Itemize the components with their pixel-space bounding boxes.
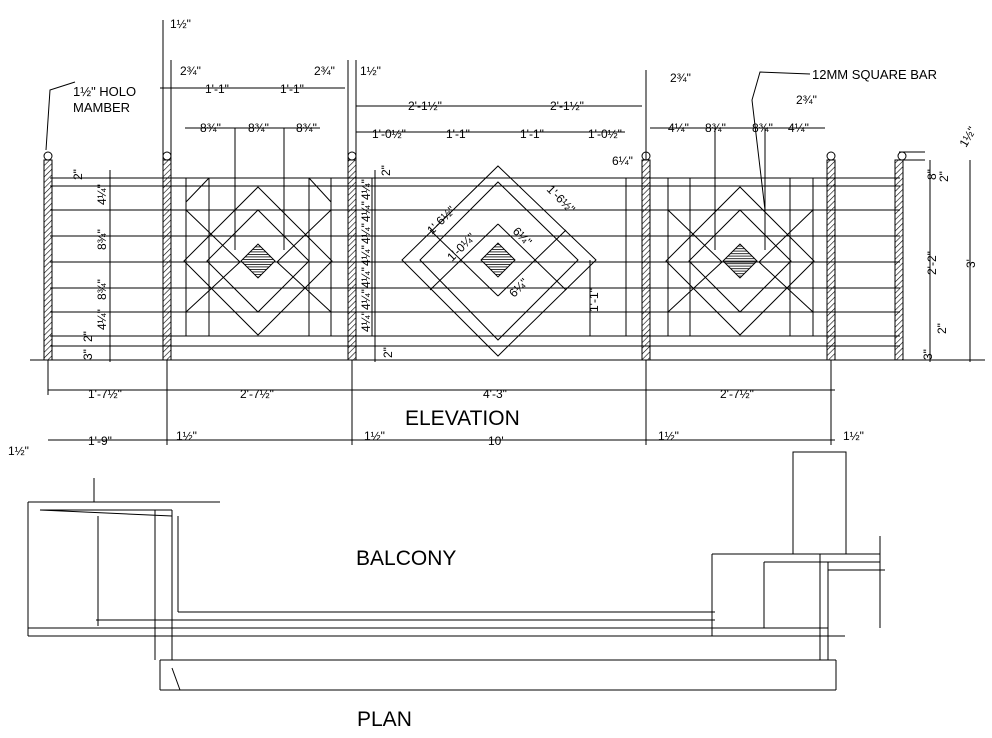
dim-left-v-1: 2" bbox=[71, 169, 85, 180]
dim-left-v-4: 8¾" bbox=[95, 279, 109, 300]
dim-mid-v-7: 4¼" bbox=[359, 289, 373, 310]
post-3 bbox=[347, 159, 357, 361]
dim-left-v-6: 2" bbox=[81, 331, 95, 342]
dim-right-v-2: 8" bbox=[925, 169, 939, 180]
dim-bottom-10: 1½" bbox=[658, 429, 679, 443]
elevation-title: ELEVATION bbox=[405, 407, 520, 430]
dim-top-left-1: 1½" bbox=[170, 17, 191, 31]
dim-top-left-5: 2¾" bbox=[314, 64, 335, 78]
dim-bottom-2: 2'-7½" bbox=[240, 387, 274, 401]
dim-mid-v-5: 4¼" bbox=[359, 245, 373, 266]
dim-right-v-3: 2" bbox=[937, 171, 951, 182]
dim-center-7: 1'-1" bbox=[587, 288, 601, 312]
dim-top-left-6: 1½" bbox=[360, 64, 381, 78]
dim-center-2: 1'-6½" bbox=[424, 203, 458, 237]
dim-top-left-inner-3: 8¾" bbox=[296, 121, 317, 135]
dim-right-v-1: 1½" bbox=[956, 124, 979, 149]
dim-top-center-inner-4: 1'-0½" bbox=[588, 127, 622, 141]
dim-top-left-3: 1'-1" bbox=[205, 82, 229, 96]
elevation-view bbox=[30, 20, 985, 445]
dim-mid-v-6: 4¼" bbox=[359, 267, 373, 288]
dim-center-4: 1'-0¼" bbox=[444, 230, 478, 264]
dim-top-center-2: 2'-1½" bbox=[550, 99, 584, 113]
dim-right-v-4: 2'-2" bbox=[925, 251, 939, 275]
dim-right-v-6: 2" bbox=[935, 323, 949, 334]
dim-top-left-2: 2¾" bbox=[180, 64, 201, 78]
dim-top-center-inner-1: 1'-0½" bbox=[372, 127, 406, 141]
dim-bottom-9: 10' bbox=[488, 434, 504, 448]
dim-right-v-5: 3' bbox=[964, 259, 978, 268]
dim-top-right-1: 2¾" bbox=[670, 71, 691, 85]
dim-top-left-inner-1: 8¾" bbox=[200, 121, 221, 135]
dim-mid-v-3: 4¼" bbox=[359, 201, 373, 222]
dim-bottom-7: 1½" bbox=[176, 429, 197, 443]
dim-right-v-7: 3" bbox=[921, 349, 935, 360]
dim-bottom-6: 1'-9" bbox=[88, 434, 112, 448]
post-4 bbox=[641, 159, 651, 361]
dim-top-right-2: 4¼" bbox=[668, 121, 689, 135]
plan-view bbox=[27, 451, 885, 691]
dim-top-right-6: 2¾" bbox=[796, 93, 817, 107]
dim-bottom-11: 1½" bbox=[843, 429, 864, 443]
dim-left-v-5: 4¼" bbox=[95, 309, 109, 330]
holo-member-label-2: MAMBER bbox=[73, 100, 130, 115]
dim-left-v-2: 4¼" bbox=[95, 184, 109, 205]
post-6 bbox=[894, 159, 904, 361]
post-5 bbox=[826, 159, 836, 361]
dim-left-v-3: 8¾" bbox=[95, 229, 109, 250]
plan-title: PLAN bbox=[357, 708, 412, 731]
dim-mid-v-9: 2" bbox=[381, 347, 395, 358]
dim-top-left-inner-2: 8¾" bbox=[248, 121, 269, 135]
dim-top-right-5: 4¼" bbox=[788, 121, 809, 135]
dim-top-center-1: 2'-1½" bbox=[408, 99, 442, 113]
dim-center-3: 1'-6½" bbox=[544, 182, 578, 216]
dim-top-right-4: 8¾" bbox=[752, 121, 773, 135]
square-bar-label: 12MM SQUARE BAR bbox=[812, 67, 937, 82]
dim-mid-v-4: 4¼" bbox=[359, 223, 373, 244]
dim-center-5: 6¼" bbox=[510, 224, 535, 249]
post-1 bbox=[43, 159, 53, 361]
dim-center-6: 6¼" bbox=[506, 275, 531, 300]
dim-bottom-8: 1½" bbox=[364, 429, 385, 443]
dim-bottom-3: 4'-3" bbox=[483, 387, 507, 401]
dim-bottom-4: 2'-7½" bbox=[720, 387, 754, 401]
dim-bottom-1: 1'-7½" bbox=[88, 387, 122, 401]
post-2 bbox=[162, 159, 172, 361]
dim-top-center-inner-2: 1'-1" bbox=[446, 127, 470, 141]
dim-left-v-7: 3" bbox=[81, 349, 95, 360]
holo-member-label-1: 1½" HOLO bbox=[73, 84, 136, 99]
dim-center-1: 6¼" bbox=[612, 154, 633, 168]
dim-mid-v-2: 4¼" bbox=[359, 179, 373, 200]
dim-top-right-3: 8¾" bbox=[705, 121, 726, 135]
dim-top-left-4: 1'-1" bbox=[280, 82, 304, 96]
dim-mid-v-8: 4¼" bbox=[359, 311, 373, 332]
dim-mid-v-1: 2" bbox=[379, 165, 393, 176]
balcony-label: BALCONY bbox=[356, 547, 456, 570]
dim-bottom-5: 1½" bbox=[8, 444, 29, 458]
dim-top-center-inner-3: 1'-1" bbox=[520, 127, 544, 141]
